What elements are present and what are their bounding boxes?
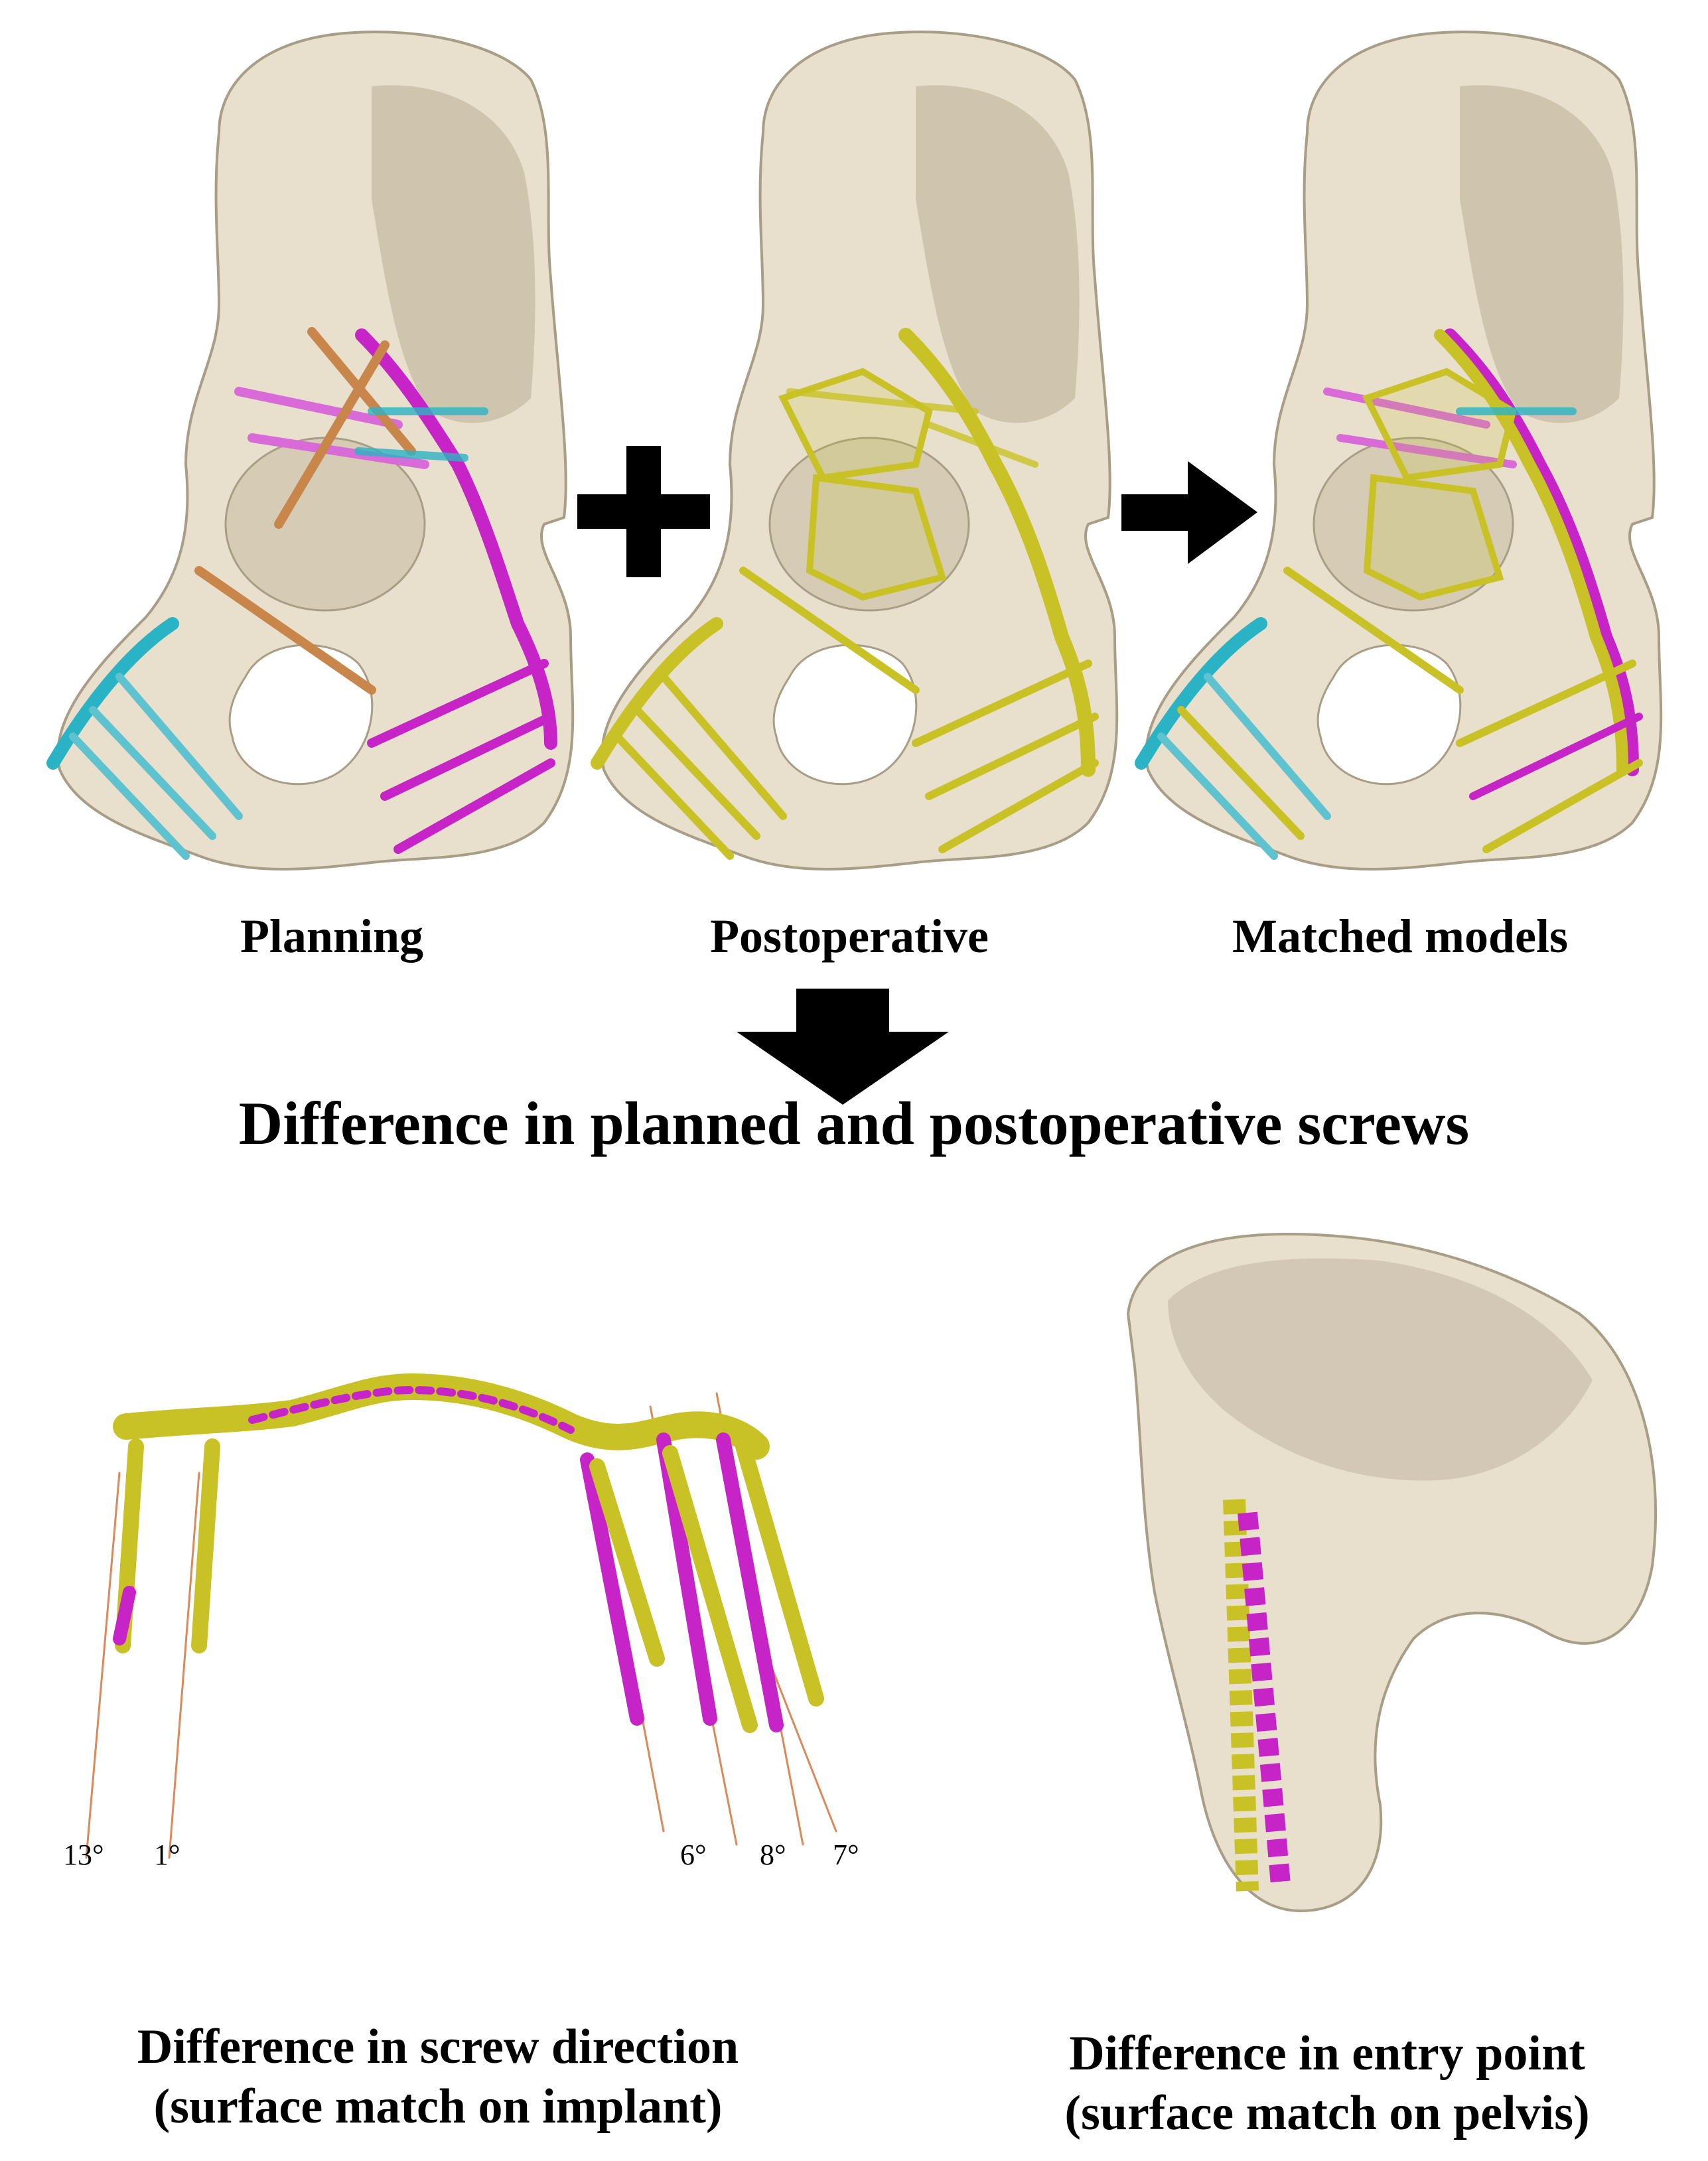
implant-screws-model xyxy=(85,1373,837,1859)
angle-label: 1° xyxy=(154,1839,180,1871)
right-arrow-icon xyxy=(1121,461,1257,564)
plus-icon xyxy=(577,446,710,577)
angle-label: 7° xyxy=(833,1839,859,1871)
figure-title: Difference in planned and postoperative … xyxy=(238,1089,1470,1157)
screw-direction-caption-line2: (surface match on implant) xyxy=(153,2079,723,2134)
planning-pelvis-model xyxy=(46,31,575,871)
angle-label: 6° xyxy=(680,1839,707,1871)
entry-point-caption-line2: (surface match on pelvis) xyxy=(1064,2086,1590,2141)
entry-point-caption-line1: Difference in entry point xyxy=(1069,2026,1585,2081)
planning-label: Planning xyxy=(240,910,424,963)
screw-direction-caption: Difference in screw direction (surface m… xyxy=(40,2017,836,2137)
screw-direction-caption-line1: Difference in screw direction xyxy=(137,2020,739,2074)
postoperative-label: Postoperative xyxy=(710,910,989,963)
angle-label: 8° xyxy=(760,1839,786,1871)
matched-pelvis-model xyxy=(1135,31,1663,871)
down-arrow-icon xyxy=(737,989,949,1105)
angle-label: 13° xyxy=(63,1839,104,1871)
entry-point-caption: Difference in entry point (surface match… xyxy=(969,2024,1685,2144)
postoperative-pelvis-model xyxy=(591,31,1119,871)
matched-models-label: Matched models xyxy=(1232,910,1568,963)
pelvis-entry-point-model xyxy=(1126,1232,1657,1913)
